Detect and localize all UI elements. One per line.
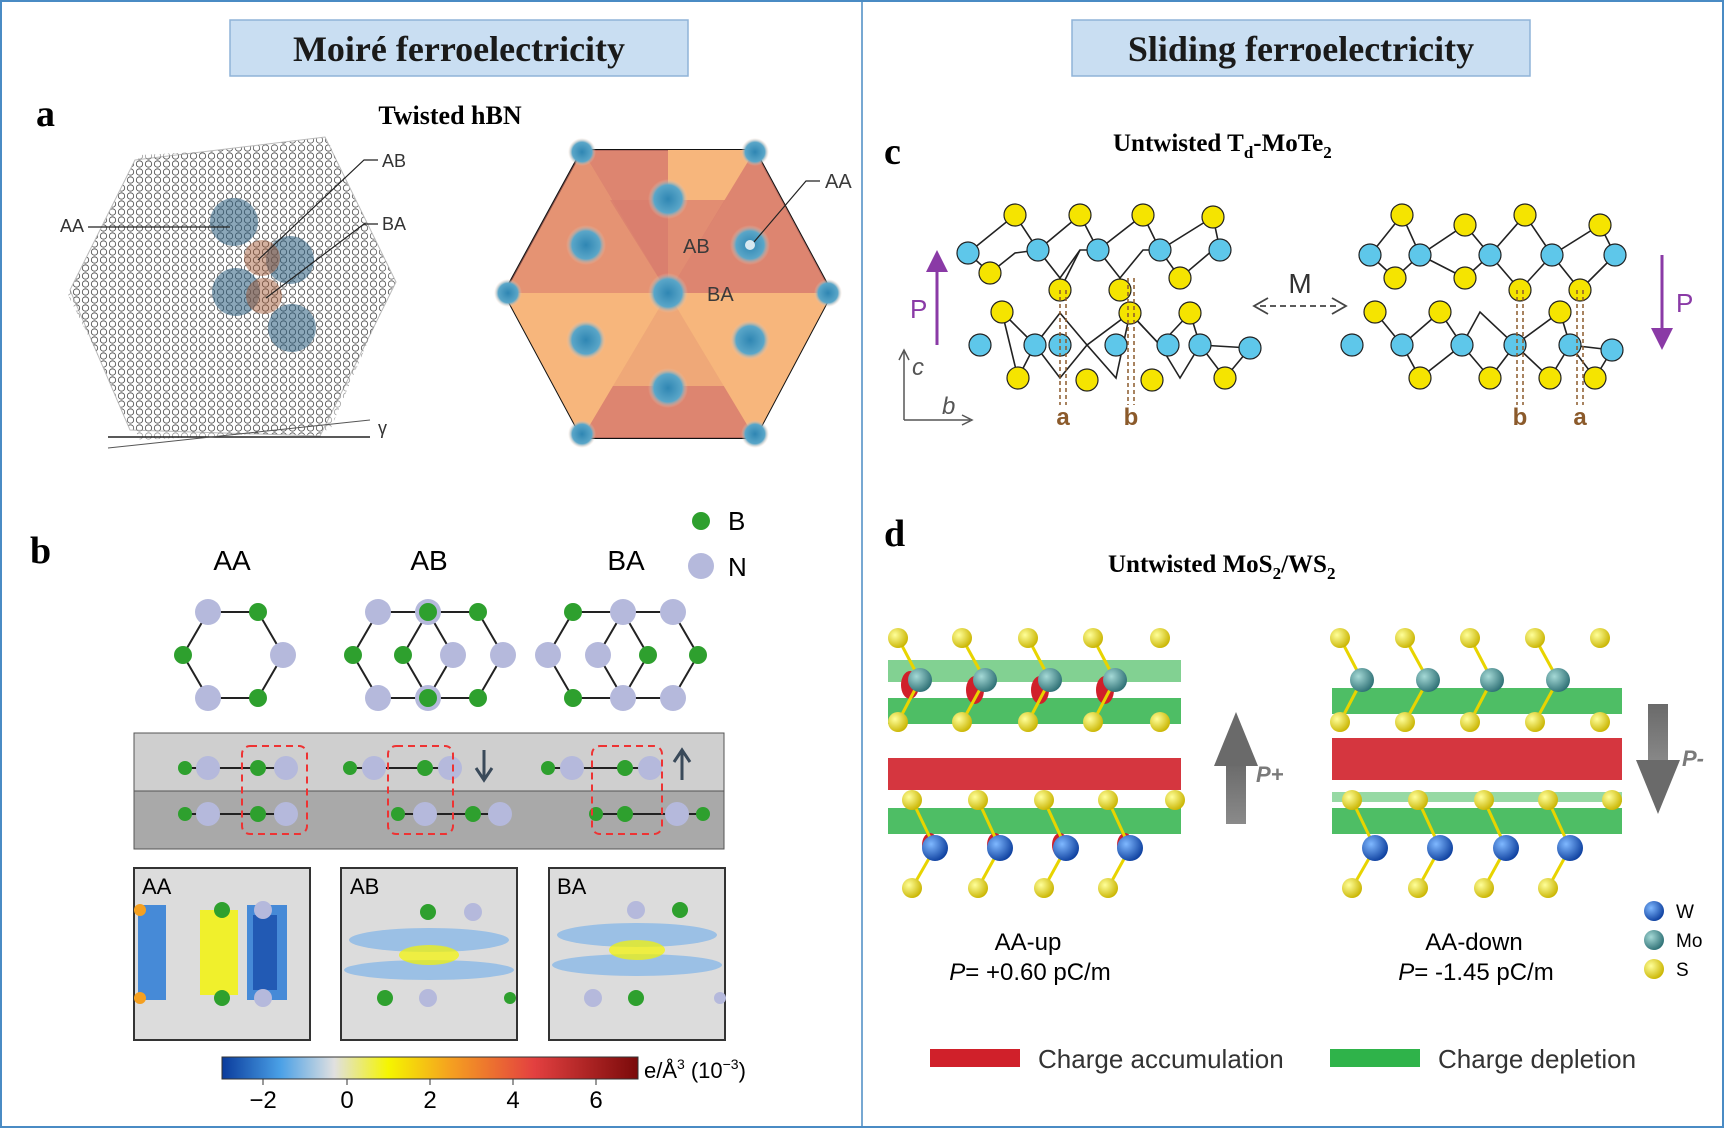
map-label-ab: AB [350,874,379,899]
aa-down-value: P= -1.45 pC/m [1398,959,1553,986]
cbar-tick-6: 6 [589,1087,602,1114]
site-a-right: a [1573,404,1587,431]
moire-lattice: γ [68,136,397,449]
panel-d-title: Untwisted MoS2/WS2 [1108,551,1335,583]
p-left-label: P [910,294,927,324]
aa-down-label: AA-down [1425,929,1522,956]
structure-aa-up: AA-up P= +0.60 pC/m [888,628,1185,986]
charge-legend: Charge accumulation Charge depletion [930,1044,1636,1074]
cbar-unit: e/Å3(10−3) [644,1056,746,1083]
panel-c: c Untwisted Td-MoTe2 [884,130,1693,431]
callout-ab-left: AB [382,151,406,171]
stacking-atoms [174,599,707,711]
charge-map-ba: BA [548,867,726,1041]
header-right-text: Sliding ferroelectricity [1128,29,1474,69]
stacking-labels: AA AB BA [213,545,645,576]
header-left: Moiré ferroelectricity [229,19,689,77]
p-minus-label: P- [1682,746,1704,771]
cbar-tick-2: 2 [423,1087,436,1114]
m-label: M [1288,268,1311,299]
stacking-label-ab: AB [410,545,447,576]
legend-n-label: N [728,552,747,582]
b-n-legend: B N [688,506,747,582]
p-plus-label: P+ [1256,762,1284,787]
p-plus-arrow: P+ [1214,712,1284,824]
p-minus-arrow: P- [1636,704,1704,814]
charge-map-aa: AA [133,867,311,1041]
atom-legend-mo: Mo [1676,931,1702,952]
stacking-label-aa: AA [213,545,251,576]
panel-a-title: Twisted hBN [378,101,521,130]
polarization-up-arrow: P [910,250,948,345]
charge-accumulation-label: Charge accumulation [1038,1044,1284,1074]
mote2-left: a b [956,203,1262,431]
polarization-down-arrow: P [1651,255,1693,350]
legend-b-label: B [728,506,745,536]
panel-c-title: Untwisted Td-MoTe2 [1113,130,1332,162]
site-a-left: a [1056,404,1070,431]
charge-map-ab: AB [340,867,518,1041]
axis-b-label: b [942,393,955,420]
panel-a: a Twisted hBN γ AA AB BA [36,93,852,449]
header-right: Sliding ferroelectricity [1071,19,1531,77]
panel-b-letter: b [30,530,51,572]
mirror-arrow: M [1252,268,1348,315]
site-b-right: b [1513,404,1528,431]
cbar-tick-neg2: −2 [249,1087,276,1114]
map-label-aa: AA [142,874,172,899]
panel-b: b B N AA AB BA [30,506,747,1114]
mote2-right: b a [1340,203,1627,431]
cbar-tick-4: 4 [506,1087,519,1114]
domain-label-ba: BA [707,284,734,306]
panel-c-letter: c [884,131,901,173]
moire-callouts: AA AB BA [60,151,406,299]
domain-labels: AB BA AA [683,171,852,306]
stacking-label-ba: BA [607,545,645,576]
domain-label-aa: AA [825,171,852,193]
cbar-tick-0: 0 [340,1087,353,1114]
panel-d-letter: d [884,513,905,555]
structure-aa-down: AA-down P= -1.45 pC/m [1330,628,1622,986]
atom-legend: W Mo S [1644,901,1702,981]
header-left-text: Moiré ferroelectricity [293,29,625,69]
axes-cb: c b [898,348,974,426]
side-view-bilayer [133,732,725,850]
p-right-label: P [1676,288,1693,318]
map-label-ba: BA [557,874,587,899]
aa-up-label: AA-up [995,929,1062,956]
callout-aa-left: AA [60,216,84,236]
callout-ba-left: BA [382,214,406,234]
domain-map [494,138,842,448]
atom-legend-w: W [1676,902,1694,923]
axis-c-label: c [912,354,924,381]
panel-a-letter: a [36,93,55,135]
twist-angle-label: γ [378,418,387,438]
colorbar: −2 0 2 4 6 e/Å3(10−3) [221,1056,746,1114]
panel-d: d Untwisted MoS2/WS2 [884,513,1704,1074]
domain-label-ab: AB [683,236,710,258]
charge-depletion-label: Charge depletion [1438,1044,1636,1074]
site-b-left: b [1124,404,1139,431]
atom-legend-s: S [1676,960,1689,981]
aa-up-value: P= +0.60 pC/m [949,959,1110,986]
